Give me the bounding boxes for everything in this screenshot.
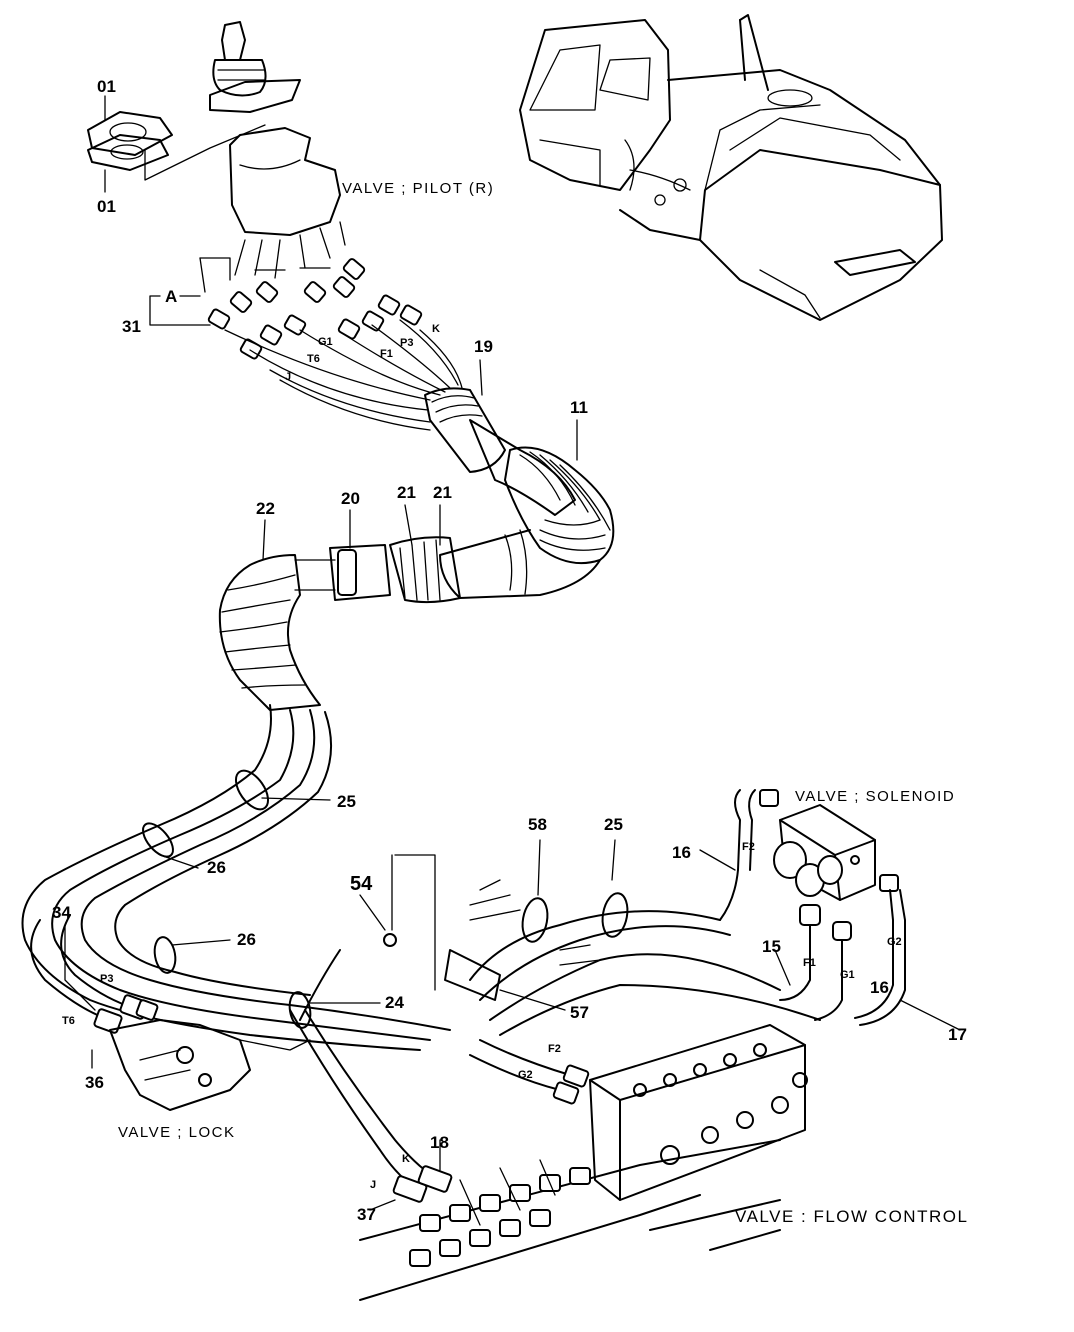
callout-58: 58 [528,815,547,834]
port-j-bottom: J [370,1179,376,1191]
port-g2-solenoid: G2 [887,936,902,948]
callout-11: 11 [570,398,588,417]
callout-34: 34 [52,903,71,922]
callout-21-right: 21 [433,483,452,502]
excavator-overview [519,14,943,321]
flow-control-valve [469,1024,808,1201]
callout-a: A [165,287,177,306]
port-k-bottom: K [402,1153,410,1165]
callout-numbers: 01 01 A 31 19 11 22 20 21 21 25 26 26 34… [52,77,967,1224]
solenoid-valve [699,789,961,1031]
port-t6-top: T6 [307,353,320,365]
protective-sleeve [218,387,615,711]
lower-hoses-to-flow-control [289,949,453,1203]
label-valve-flow-control: VALVE : FLOW CONTROL [735,1207,968,1226]
callout-22: 22 [256,499,275,518]
callout-31: 31 [122,317,141,336]
port-p3-top: P3 [400,337,413,349]
port-labels: G1 T6 F1 P3 K J P3 T6 F2 G2 F2 F1 G1 G2 … [62,323,902,1191]
port-j-top: J [285,371,291,383]
callout-15: 15 [762,937,781,956]
port-f1-solenoid: F1 [803,957,816,969]
lock-valve-hoses [30,914,311,1111]
callout-16: 16 [672,843,691,862]
label-valve-pilot: VALVE ; PILOT (R) [342,180,494,197]
port-g1-solenoid: G1 [840,969,855,981]
port-g1-top: G1 [318,336,333,348]
upper-hose-bundle [224,319,463,431]
callout-01-top: 01 [97,77,116,96]
callout-26-upper: 26 [207,858,226,877]
callout-26-lower: 26 [237,930,256,949]
callout-36: 36 [85,1073,104,1092]
callout-25-upper: 25 [337,792,356,811]
callout-01-bottom: 01 [97,197,116,216]
callout-17: 17 [948,1025,967,1044]
valve-labels: VALVE ; PILOT (R) VALVE ; SOLENOID VALVE… [118,180,968,1226]
lower-fittings-row [359,1139,781,1301]
callout-25-lower: 25 [604,815,623,834]
callout-leaders [64,95,578,1211]
label-valve-lock: VALVE ; LOCK [118,1124,236,1141]
pilot-valve-assembly [87,21,346,293]
callout-21-left: 21 [397,483,416,502]
callout-24: 24 [385,993,404,1012]
central-cable-ties [383,839,821,1036]
port-f2-solenoid: F2 [742,841,755,853]
callout-16-right: 16 [870,978,889,997]
callout-19: 19 [474,337,493,356]
port-t6-left: T6 [62,1015,75,1027]
callout-57: 57 [570,1003,589,1022]
callout-37: 37 [357,1205,376,1224]
port-f1-top: F1 [380,348,393,360]
port-k-top: K [432,323,440,335]
hose-clamps [142,769,381,1029]
port-p3-left: P3 [100,973,113,985]
hose-fittings-row [207,258,423,360]
port-g2-valve: G2 [518,1069,533,1081]
callout-54: 54 [350,873,373,895]
label-valve-solenoid: VALVE ; SOLENOID [795,788,955,805]
port-f2-valve: F2 [548,1043,561,1055]
callout-20: 20 [341,489,360,508]
